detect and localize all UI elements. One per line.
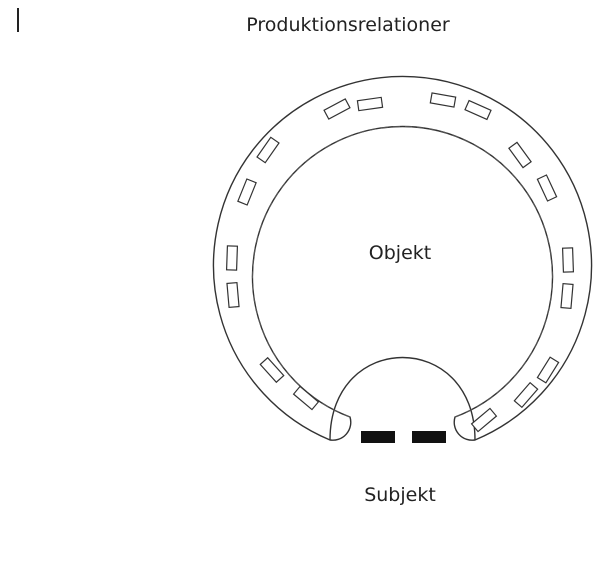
chain-link — [508, 141, 532, 169]
chain-link-path — [252, 125, 553, 418]
subject-link-left — [361, 431, 395, 443]
subject-label: Subjekt — [364, 484, 436, 506]
margin-mark — [17, 8, 19, 32]
subject-arch — [329, 356, 476, 441]
outer-chain-boundary — [212, 75, 593, 441]
chain-link — [323, 98, 351, 120]
chain-link — [237, 178, 257, 206]
chain-links — [225, 92, 575, 433]
object-label: Objekt — [368, 242, 432, 264]
subject-chain — [361, 431, 446, 443]
chain-link — [513, 381, 539, 409]
chain-link — [256, 136, 280, 164]
chain-link — [292, 385, 320, 411]
chain-link — [536, 356, 560, 384]
chain-link — [470, 407, 498, 433]
chain-link — [464, 99, 492, 121]
diagram-title: Produktionsrelationer — [246, 14, 450, 36]
chain-link — [561, 247, 575, 273]
chain-link — [536, 174, 558, 202]
chain-link — [356, 96, 384, 112]
chain-link — [226, 281, 240, 309]
chain-link — [429, 92, 457, 108]
subject-link-right — [412, 431, 446, 443]
chain-link — [560, 282, 574, 310]
chain-link — [225, 245, 239, 271]
chain-link — [259, 356, 285, 384]
